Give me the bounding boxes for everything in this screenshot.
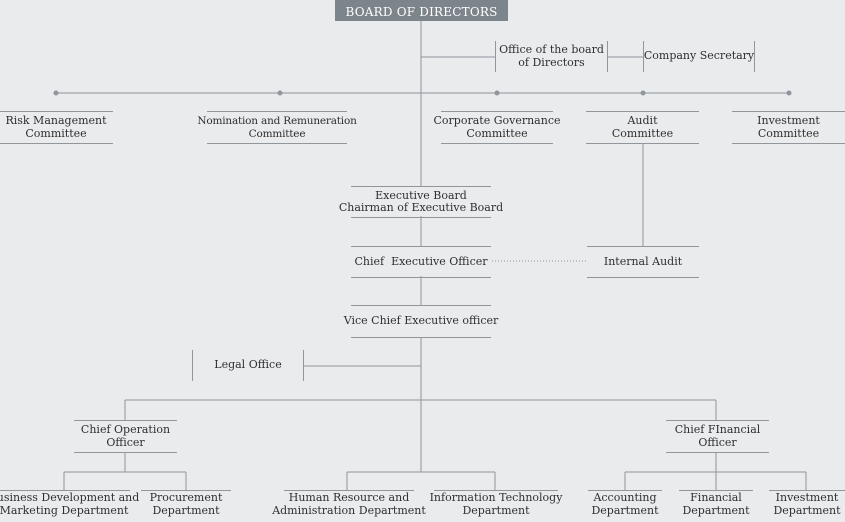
business-development-department-box[interactable]: Business Development and Marketing Depar… (0, 490, 139, 522)
business-dev-line1: Business Development and (0, 491, 140, 504)
cfo-line1: Chief FInancial (674, 423, 761, 436)
nomination-remuneration-committee-box[interactable]: Nomination and Remuneration Committee (197, 111, 357, 144)
coo-line2: Officer (106, 435, 145, 449)
audit-committee-box[interactable]: Audit Committee (586, 111, 699, 144)
board-label: BOARD OF DIRECTORS (345, 4, 498, 19)
audit-line2: Committee (611, 126, 674, 140)
connector-lines (53, 20, 807, 490)
it-department-box[interactable]: Information Technology Department (430, 490, 562, 522)
audit-line1: Audit (627, 114, 658, 127)
accounting-line2: Department (591, 503, 659, 517)
cfo-line2: Officer (698, 435, 737, 449)
business-dev-line2: Marketing Department (0, 503, 129, 517)
hr-line2: Administration Department (272, 503, 426, 517)
hr-department-box[interactable]: Human Resource and Administration Depart… (272, 490, 426, 522)
investment-dept-line1: Investment (775, 491, 839, 504)
procurement-line2: Department (152, 503, 220, 517)
procurement-department-box[interactable]: Procurement Department (141, 490, 231, 522)
hr-line1: Human Resource and (288, 491, 410, 504)
it-line1: Information Technology (429, 491, 563, 504)
financial-line1: Financial (690, 491, 742, 504)
executive-board-line2: Chairman of Executive Board (338, 201, 504, 214)
it-line2: Department (462, 503, 530, 517)
office-board-line1: Office of the board (499, 43, 604, 56)
coo-line1: Chief Operation (80, 423, 171, 436)
investment-committee-line1: Investment (757, 114, 820, 127)
internal-audit-box[interactable]: Internal Audit (587, 246, 699, 278)
governance-line2: Committee (466, 126, 528, 140)
internal-audit-label: Internal Audit (603, 254, 683, 268)
investment-committee-line2: Committee (757, 126, 820, 140)
board-of-directors-box[interactable]: BOARD OF DIRECTORS (335, 0, 508, 21)
nomination-line2: Committee (248, 127, 306, 140)
executive-board-line1: Executive Board (375, 188, 467, 202)
investment-department-box[interactable]: Investment Department (769, 490, 845, 522)
risk-line1: Risk Management (5, 114, 107, 127)
risk-management-committee-box[interactable]: Risk Management Committee (0, 111, 113, 144)
executive-board-box[interactable]: Executive Board Chairman of Executive Bo… (339, 186, 503, 218)
company-secretary-box[interactable]: Company Secretary (643, 41, 755, 72)
corporate-governance-committee-box[interactable]: Corporate Governance Committee (434, 111, 561, 144)
legal-office-box[interactable]: Legal Office (192, 350, 304, 381)
legal-office-label: Legal Office (214, 358, 282, 372)
vice-ceo-label: Vice Chief Executive officer (343, 314, 499, 328)
investment-committee-box[interactable]: Investment Committee (732, 111, 845, 144)
accounting-line1: Accounting (593, 491, 657, 504)
financial-department-box[interactable]: Financial Department (679, 490, 753, 522)
office-of-board-box[interactable]: Office of the board of Directors (495, 41, 608, 72)
company-secretary-label: Company Secretary (643, 49, 755, 63)
office-board-line2: of Directors (518, 55, 585, 69)
financial-line2: Department (682, 503, 750, 517)
risk-line2: Committee (25, 126, 87, 140)
procurement-line1: Procurement (149, 491, 223, 504)
ceo-box[interactable]: Chief Executive Officer (351, 246, 491, 278)
nomination-line1: Nomination and Remuneration (197, 115, 357, 127)
ceo-label: Chief Executive Officer (354, 254, 488, 268)
cfo-box[interactable]: Chief FInancial Officer (666, 420, 769, 453)
vice-ceo-box[interactable]: Vice Chief Executive officer (344, 305, 498, 338)
investment-dept-line2: Department (773, 503, 841, 517)
coo-box[interactable]: Chief Operation Officer (74, 420, 177, 453)
governance-line1: Corporate Governance (433, 114, 561, 127)
accounting-department-box[interactable]: Accounting Department (588, 490, 662, 522)
